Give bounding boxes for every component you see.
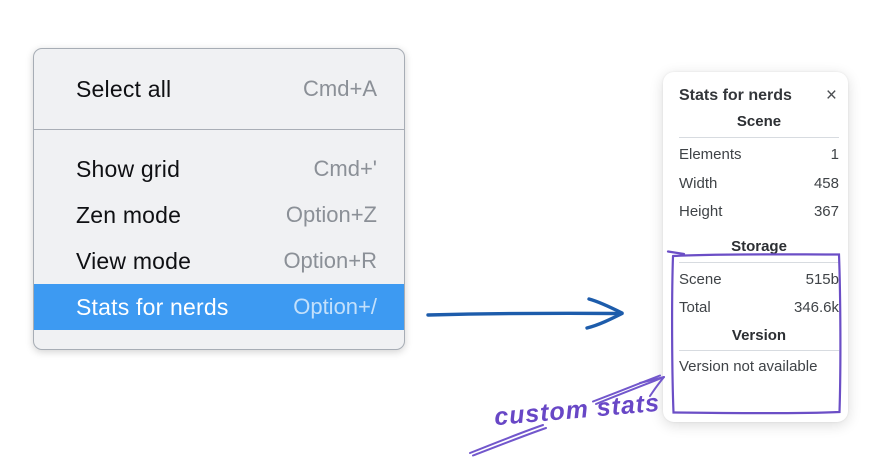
section-heading: Storage (731, 237, 787, 255)
stat-label: Height (679, 203, 723, 220)
stats-row-total-storage: Total 346.6k (679, 298, 839, 318)
menu-item-show-grid[interactable]: Show grid Cmd+' (34, 146, 404, 192)
stat-value: 346.6k (793, 299, 839, 316)
menu-item-shortcut: Option+/ (293, 294, 377, 319)
stats-panel-title: Stats for nerds (679, 86, 792, 104)
stat-label: Scene (679, 270, 722, 288)
menu-item-label: Stats for nerds (76, 293, 229, 320)
stat-label: Total (679, 299, 711, 316)
stats-row-height: Height 367 (679, 202, 839, 222)
menu-item-shortcut: Cmd+A (303, 76, 377, 101)
menu-item-select-all[interactable]: Select all Cmd+A (34, 66, 404, 112)
menu-item-zen-mode[interactable]: Zen mode Option+Z (34, 192, 404, 238)
context-menu: Select all Cmd+A Show grid Cmd+' Zen mod… (33, 48, 405, 350)
divider (679, 261, 839, 263)
section-heading: Version (731, 326, 787, 344)
stats-row-elements: Elements 1 (679, 145, 839, 165)
stats-panel: Stats for nerds × Scene Elements 1 Width… (663, 72, 848, 422)
menu-item-label: View mode (76, 247, 192, 274)
menu-item-shortcut: Cmd+' (313, 156, 378, 181)
stat-label: Width (679, 174, 718, 192)
stat-value: 515b (805, 270, 839, 288)
version-note: Version not available (679, 357, 818, 375)
menu-item-label: Select all (76, 75, 172, 102)
stats-section-scene: Scene Elements 1 Width 458 Height 367 (679, 113, 839, 222)
stats-row-width: Width 458 (679, 174, 839, 194)
divider (679, 137, 839, 138)
annotation-arrow (469, 374, 665, 457)
stat-label: Elements (679, 146, 742, 163)
section-heading: Scene (736, 113, 782, 130)
menu-item-shortcut: Option+Z (285, 202, 377, 227)
stats-section-version: Version Version not available (679, 327, 839, 375)
menu-item-label: Zen mode (76, 201, 182, 228)
annotation-label: custom stats (493, 388, 662, 432)
stat-value: 1 (830, 146, 839, 163)
stat-value: 458 (813, 174, 839, 192)
menu-item-label: Show grid (76, 155, 181, 182)
menu-item-stats-for-nerds[interactable]: Stats for nerds Option+/ (34, 284, 404, 330)
menu-item-shortcut: Option+R (283, 248, 377, 273)
menu-item-view-mode[interactable]: View mode Option+R (34, 238, 404, 284)
stat-value: 367 (813, 203, 839, 220)
divider (679, 349, 839, 351)
close-icon[interactable]: × (825, 85, 837, 106)
stats-row-scene-storage: Scene 515b (679, 270, 839, 290)
blue-arrow (426, 297, 624, 330)
menu-separator (34, 129, 404, 130)
stats-section-storage: Storage Scene 515b Total 346.6k (679, 238, 839, 318)
